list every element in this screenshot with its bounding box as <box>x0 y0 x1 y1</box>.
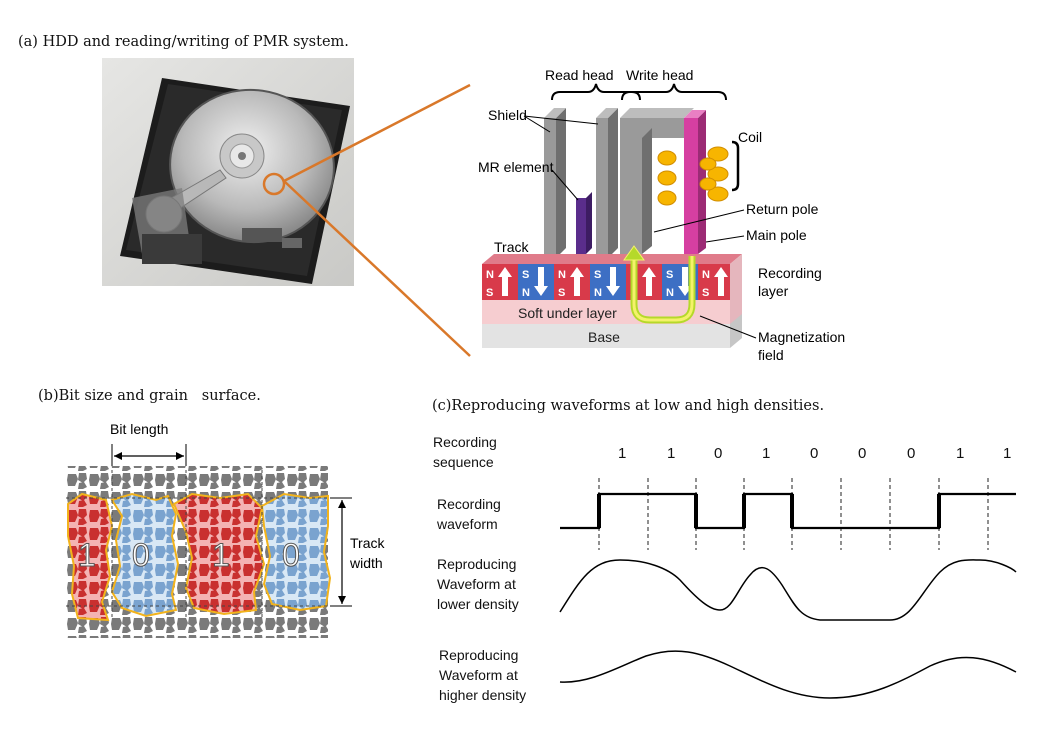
bit-digit-1: 1 <box>78 537 96 573</box>
waveform-diagram: Recording sequence Recording waveform Re… <box>433 434 1017 703</box>
low-density-label-1: Reproducing <box>437 556 516 572</box>
svg-text:N: N <box>522 287 530 299</box>
field-arrow-icon <box>623 245 645 261</box>
arrow-up-icon <box>642 267 656 296</box>
pmr-head-diagram: Read head Write head <box>478 67 845 363</box>
low-density-waveform <box>559 559 1017 621</box>
track-label: Track <box>494 239 529 255</box>
high-density-label-1: Reproducing <box>439 647 518 663</box>
sequence-digit: 1 <box>956 445 964 462</box>
recording-layer-label-2: layer <box>758 283 789 299</box>
svg-text:N: N <box>558 269 566 281</box>
read-head-label: Read head <box>545 67 614 83</box>
low-density-label-2: Waveform at <box>437 576 516 592</box>
arrow-down-icon <box>534 267 548 296</box>
high-density-waveform <box>559 650 1017 699</box>
bit-grain-diagram: Bit length 1 0 1 0 Track width <box>66 421 385 638</box>
caption-a: (a) HDD and reading/writing of PMR syste… <box>18 34 349 50</box>
svg-text:N: N <box>486 269 494 281</box>
recording-waveform-line <box>560 492 1016 530</box>
arrow-up-icon <box>570 267 584 296</box>
hdd-photo <box>102 58 354 286</box>
sequence-digit: 0 <box>810 445 818 462</box>
shield-left <box>544 118 556 258</box>
track-width-label-2: width <box>349 555 383 571</box>
mr-element <box>576 198 586 254</box>
arrow-up-icon <box>714 267 728 296</box>
sequence-digit: 0 <box>858 445 866 462</box>
svg-text:S: S <box>522 269 529 281</box>
base-label: Base <box>588 329 620 345</box>
sequence-digit: 1 <box>1003 445 1011 462</box>
coil-bracket <box>731 140 740 192</box>
sequence-digit: 0 <box>714 445 722 462</box>
magnetization-field-label-1: Magnetization <box>758 329 845 345</box>
bit-length-label: Bit length <box>110 421 168 437</box>
coil-label: Coil <box>738 129 762 145</box>
main-pole-label: Main pole <box>746 227 807 243</box>
bit-region-3 <box>172 492 266 616</box>
caption-c: (c)Reproducing waveforms at low and high… <box>432 398 825 414</box>
shield-right <box>596 118 608 258</box>
high-density-label-3: higher density <box>439 687 526 703</box>
svg-text:S: S <box>702 287 709 299</box>
track-width-label-1: Track <box>350 535 385 551</box>
magnetization-field-label-2: field <box>758 347 784 363</box>
high-density-label-2: Waveform at <box>439 667 518 683</box>
shield-label: Shield <box>488 107 527 123</box>
low-density-label-3: lower density <box>437 596 519 612</box>
bit-digit-3: 1 <box>212 537 230 573</box>
bit-digit-2: 0 <box>132 537 150 573</box>
sequence-digit: 1 <box>618 445 626 462</box>
mr-element-label: MR element <box>478 159 554 175</box>
sequence-digit: 1 <box>667 445 675 462</box>
svg-text:N: N <box>666 287 674 299</box>
svg-text:N: N <box>594 287 602 299</box>
svg-text:S: S <box>666 269 673 281</box>
svg-text:S: S <box>594 269 601 281</box>
return-pole-label: Return pole <box>746 201 819 217</box>
svg-text:S: S <box>486 287 493 299</box>
arrow-down-icon <box>606 267 620 296</box>
caption-b: (b)Bit size and grain surface. <box>38 388 261 404</box>
recording-waveform-label-2: waveform <box>436 516 498 532</box>
base <box>482 324 730 348</box>
soft-under-layer-label: Soft under layer <box>518 305 617 321</box>
recording-sequence-label-1: Recording <box>433 434 497 450</box>
recording-layer-label-1: Recording <box>758 265 822 281</box>
main-pole <box>684 118 698 254</box>
bit-digit-4: 0 <box>282 537 300 573</box>
svg-text:S: S <box>558 287 565 299</box>
svg-text:N: N <box>702 269 710 281</box>
arrow-up-icon <box>498 267 512 296</box>
sequence-digit: 1 <box>762 445 770 462</box>
write-head-label: Write head <box>626 67 693 83</box>
recording-sequence-label-2: sequence <box>433 454 494 470</box>
recording-waveform-label-1: Recording <box>437 496 501 512</box>
write-head-brace <box>621 83 727 101</box>
bit-region-1 <box>67 492 114 622</box>
coil-icon <box>657 146 729 206</box>
sequence-digit: 0 <box>907 445 915 462</box>
